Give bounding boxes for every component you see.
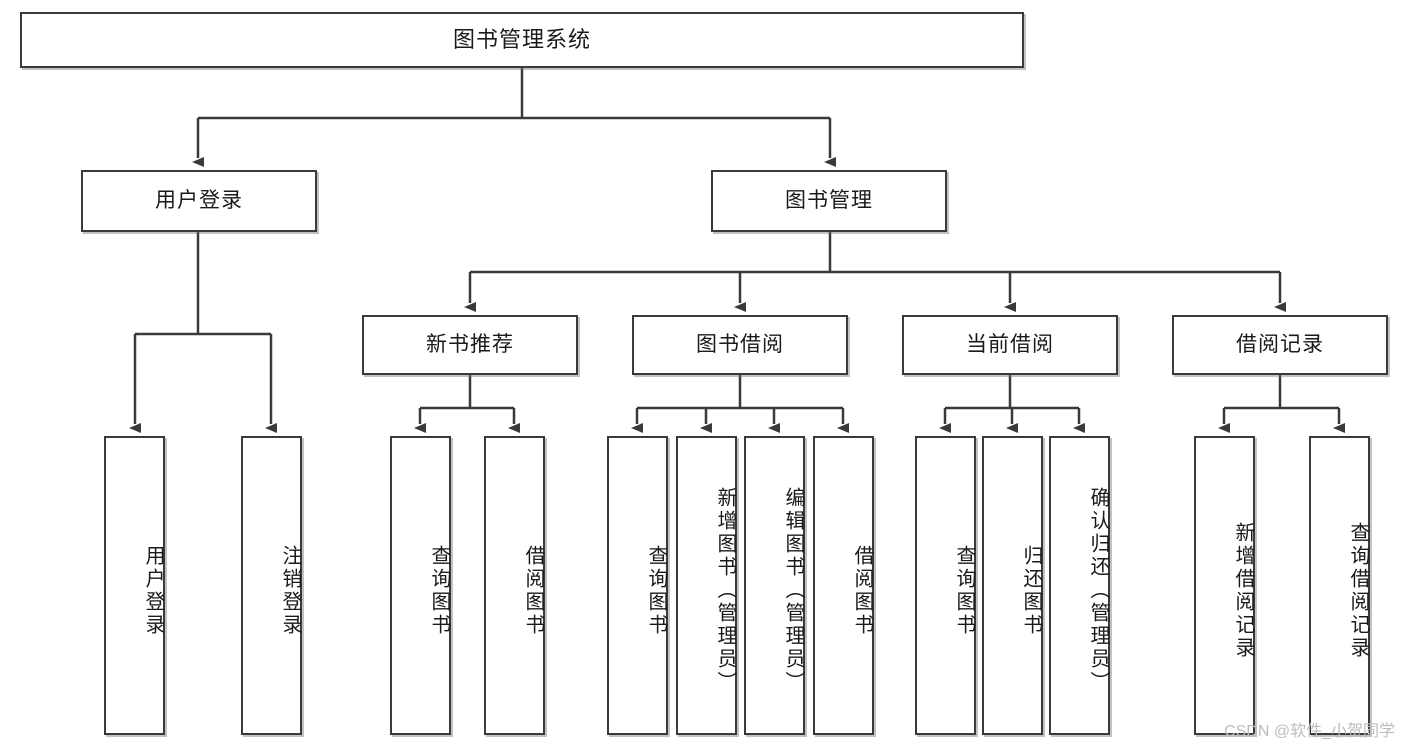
node-label: 图书管理系统 [452,27,591,53]
node-label: 新增借阅记录 [1232,521,1254,660]
node-label: 编辑图书（管理员） [782,487,804,694]
node-user-login[interactable]: 用户登录 [81,170,317,232]
leaf-current-borrow-query[interactable]: 查询图书 [915,436,976,735]
watermark-text: CSDN @软件_小贺同学 [1224,723,1395,740]
node-label: 查询借阅记录 [1347,521,1369,660]
leaf-current-borrow-return[interactable]: 归还图书 [982,436,1043,735]
leaf-user-login-logout[interactable]: 注销登录 [241,436,302,735]
node-book-borrow[interactable]: 图书借阅 [632,315,848,375]
node-label: 归还图书 [1020,544,1042,637]
leaf-user-login-login[interactable]: 用户登录 [104,436,165,735]
leaf-current-borrow-confirm-return[interactable]: 确认归还（管理员） [1049,436,1110,735]
node-label: 查询图书 [645,544,667,637]
node-label: 确认归还（管理员） [1087,487,1109,694]
node-label: 查询图书 [953,544,975,637]
leaf-new-book-borrow[interactable]: 借阅图书 [484,436,545,735]
node-label: 新书推荐 [426,332,514,356]
node-label: 新增图书（管理员） [714,487,736,694]
leaf-book-borrow-add[interactable]: 新增图书（管理员） [676,436,737,735]
node-label: 图书借阅 [696,332,784,356]
node-label: 借阅记录 [1236,332,1324,356]
leaf-book-borrow-edit[interactable]: 编辑图书（管理员） [744,436,805,735]
node-label: 用户登录 [142,544,164,637]
node-label: 用户登录 [155,188,243,212]
node-book-management[interactable]: 图书管理 [711,170,947,232]
node-label: 查询图书 [428,544,450,637]
node-new-book-recommend[interactable]: 新书推荐 [362,315,578,375]
leaf-borrow-record-query[interactable]: 查询借阅记录 [1309,436,1370,735]
node-label: 当前借阅 [966,332,1054,356]
leaf-book-borrow-query[interactable]: 查询图书 [607,436,668,735]
node-root-system[interactable]: 图书管理系统 [20,12,1024,68]
node-label: 图书管理 [785,188,873,212]
node-current-borrow[interactable]: 当前借阅 [902,315,1118,375]
node-label: 借阅图书 [522,544,544,637]
node-borrow-record[interactable]: 借阅记录 [1172,315,1388,375]
node-label: 借阅图书 [851,544,873,637]
node-label: 注销登录 [279,544,301,637]
leaf-borrow-record-add[interactable]: 新增借阅记录 [1194,436,1255,735]
leaf-book-borrow-borrow[interactable]: 借阅图书 [813,436,874,735]
leaf-new-book-query[interactable]: 查询图书 [390,436,451,735]
